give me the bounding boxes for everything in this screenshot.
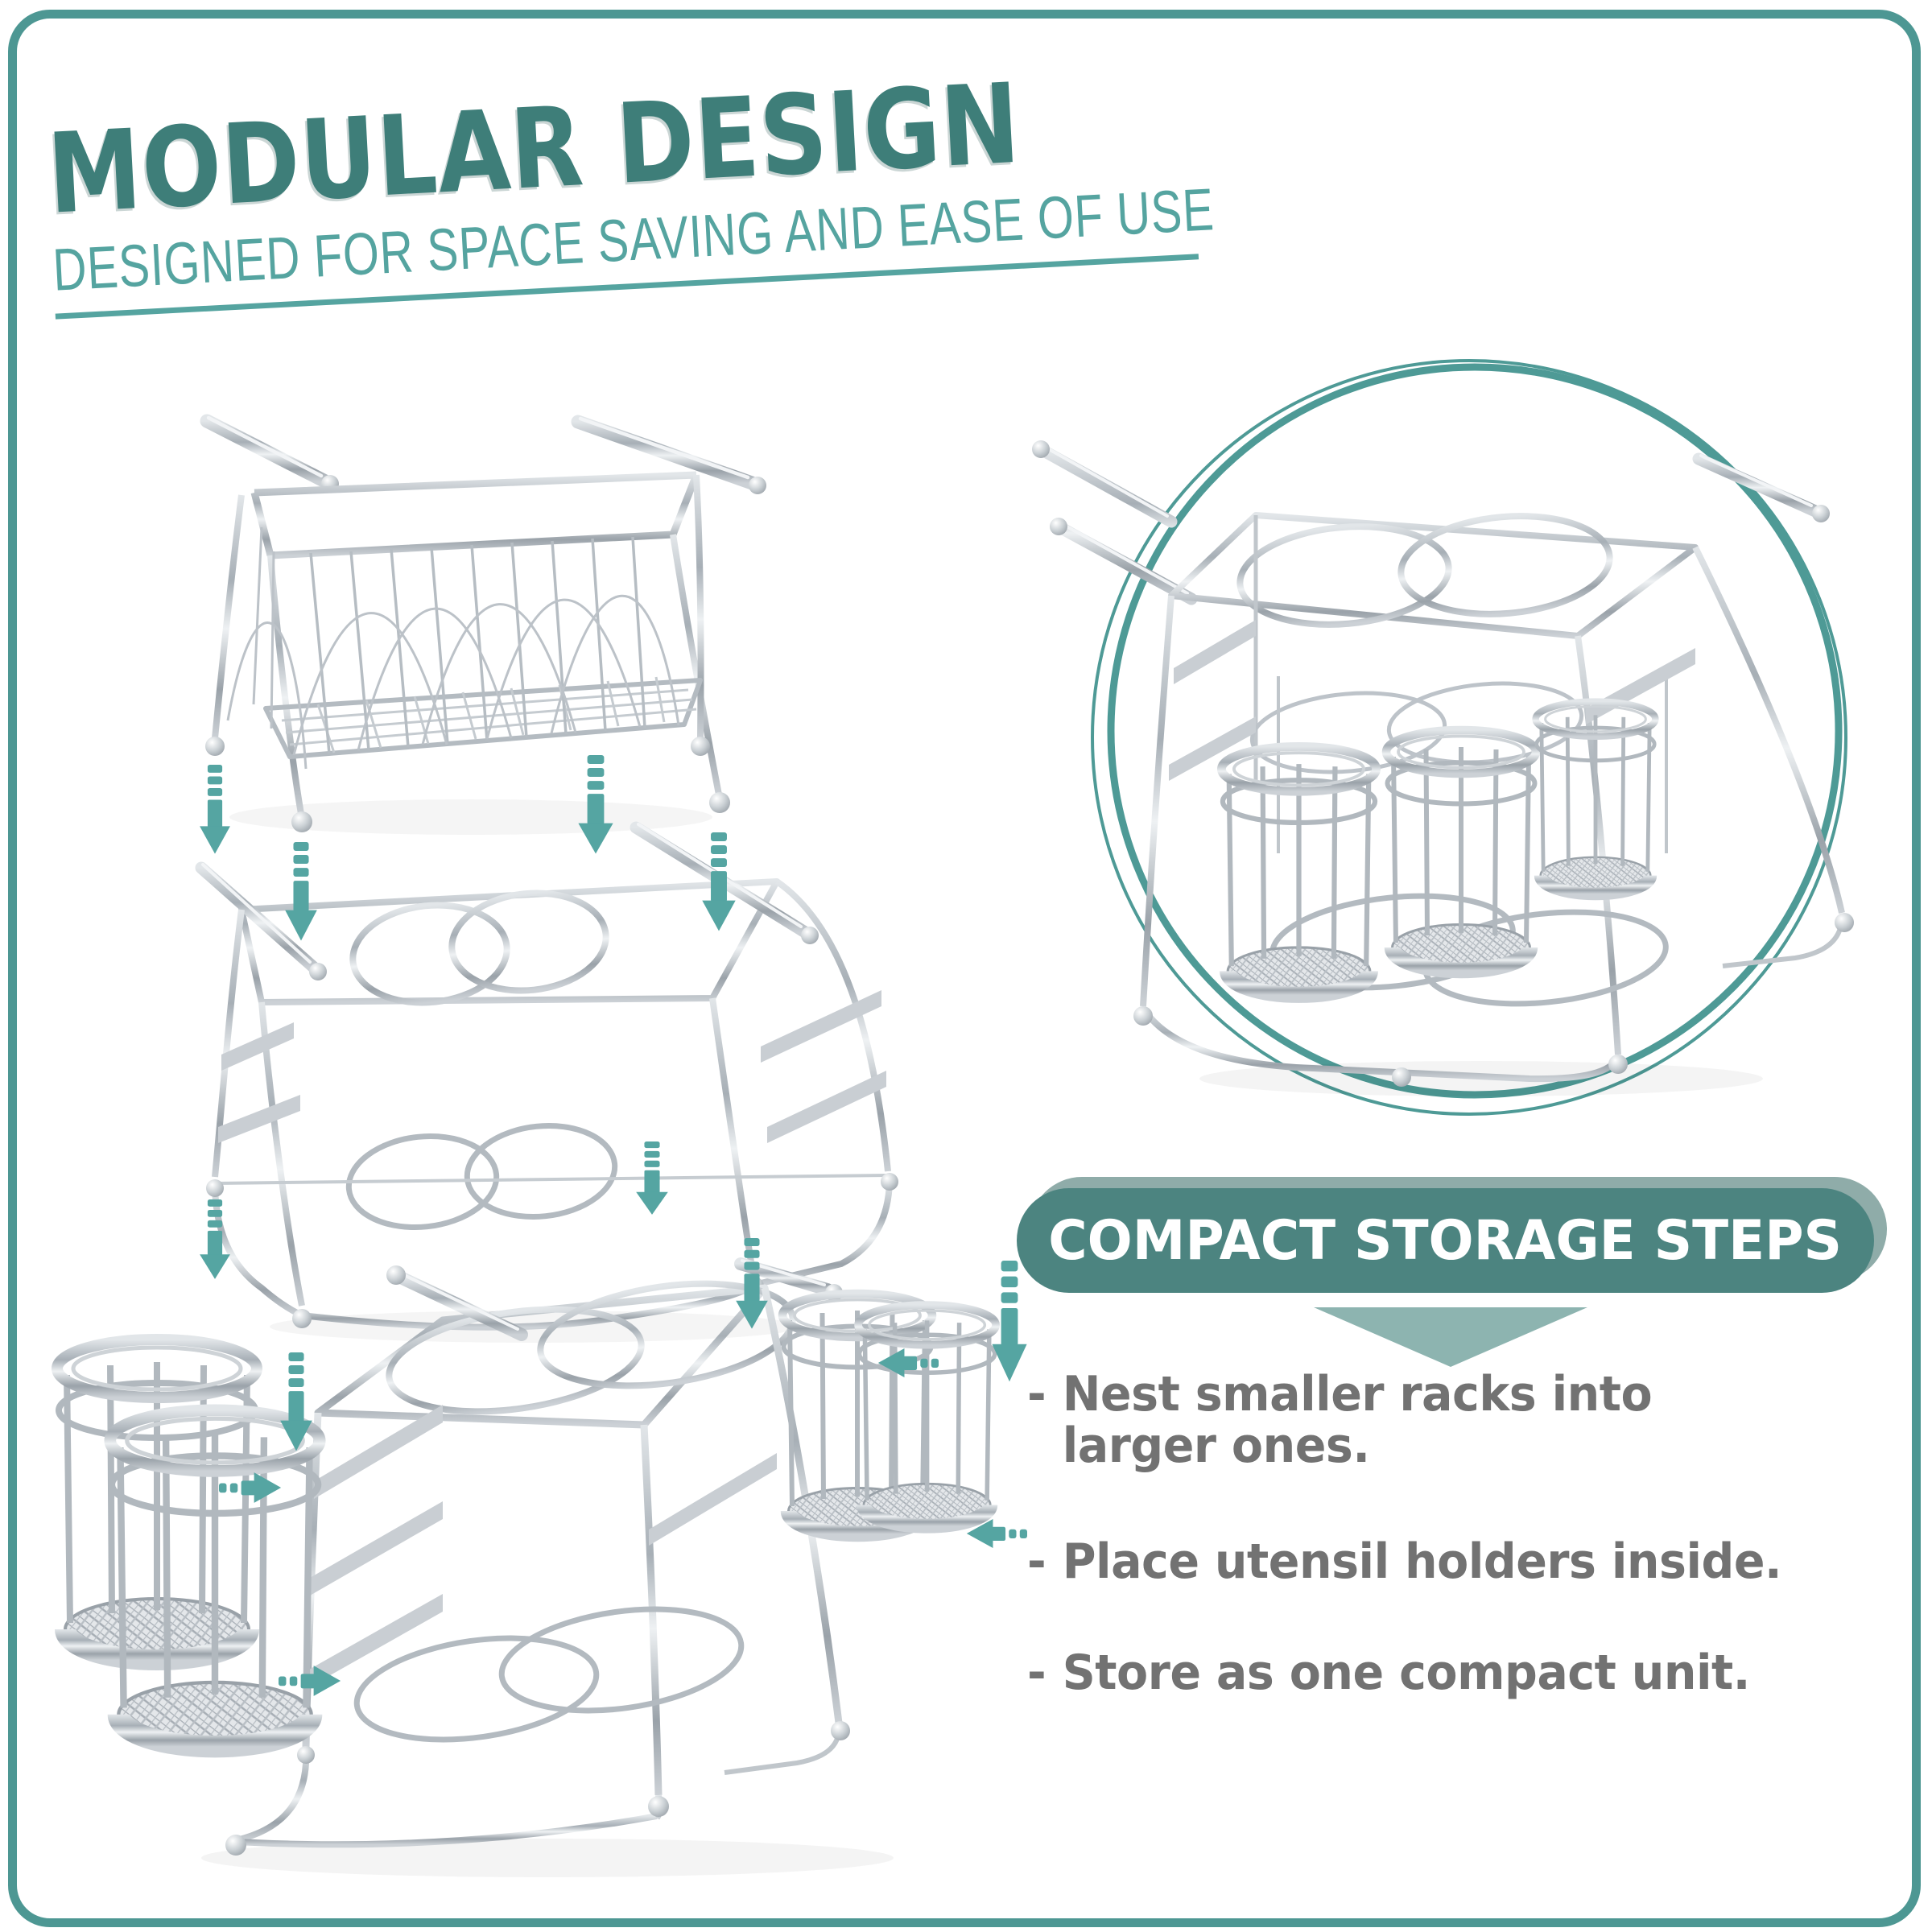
bullet-dash: - — [1027, 1534, 1046, 1590]
down-arrow-icon — [198, 1199, 232, 1280]
down-arrow-icon — [634, 1141, 670, 1216]
step-item: - Nest smaller racks into larger ones. — [1027, 1368, 1907, 1472]
banner-label: COMPACT STORAGE STEPS — [1048, 1208, 1843, 1273]
down-arrow-icon — [990, 1261, 1029, 1383]
step-line: Store as one compact unit. — [1062, 1645, 1751, 1701]
bullet-dash: - — [1027, 1366, 1046, 1422]
storage-steps-list: - Nest smaller racks into larger ones. -… — [1027, 1368, 1932, 1699]
bullet-dash: - — [1027, 1645, 1046, 1701]
step-item: - Store as one compact unit. — [1027, 1647, 1907, 1699]
small-basket-rack-illustration — [200, 414, 766, 835]
down-arrow-icon — [279, 1352, 314, 1452]
card-border — [8, 10, 1921, 1927]
insert-arrow-icon — [876, 1346, 939, 1380]
down-arrow-icon — [734, 1238, 770, 1330]
down-arrow-icon — [576, 755, 615, 855]
step-line: Place utensil holders inside. — [1062, 1534, 1782, 1590]
step-line: larger ones. — [1062, 1418, 1370, 1474]
down-arrow-icon — [700, 832, 737, 932]
down-arrow-icon — [283, 842, 319, 942]
highlight-ring-icon — [1107, 363, 1843, 1099]
step-line: Nest smaller racks into — [1062, 1366, 1653, 1422]
insert-arrow-icon — [964, 1517, 1027, 1550]
down-arrow-icon — [198, 765, 232, 855]
insert-arrow-icon — [219, 1470, 283, 1505]
step-item: - Place utensil holders inside. — [1027, 1536, 1907, 1587]
insert-arrow-icon — [279, 1663, 343, 1699]
large-utensil-rack-illustration — [16, 1257, 1063, 1877]
nested-compact-unit-illustration — [1032, 359, 1854, 1116]
storage-steps-banner: COMPACT STORAGE STEPS — [1017, 1188, 1874, 1293]
